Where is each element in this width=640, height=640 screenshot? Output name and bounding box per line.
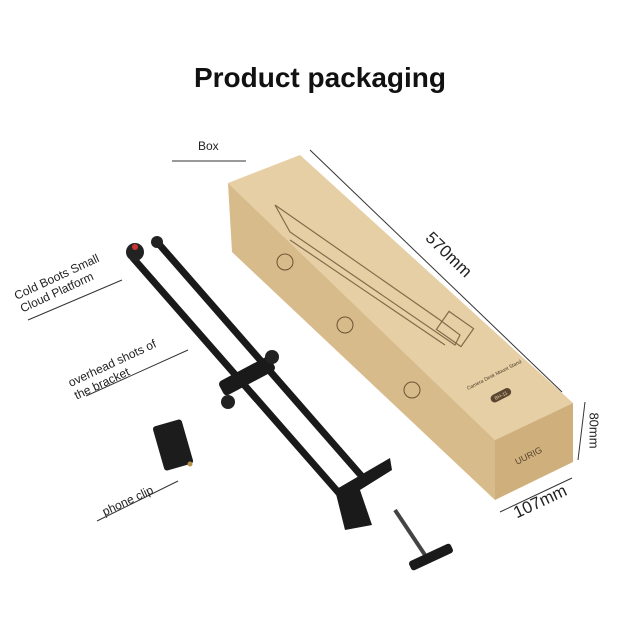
phone-clip [152,419,194,471]
page-title: Product packaging [193,62,447,93]
clamp-handle [409,543,453,571]
box-top-face [228,155,573,440]
label-box: Box [198,139,219,153]
clamp-screw [393,508,427,557]
box-model-badge [490,388,512,403]
rod-end-cap [151,236,163,248]
overhead-leader-line [85,349,189,397]
dimension-height: 80mm [586,412,602,449]
box-end-face [495,403,573,500]
phone-clip-screw-hole [187,461,193,467]
box-stand-drawing [274,204,475,348]
phone-clip-body [152,419,194,471]
box-icon-circle [403,381,421,399]
packaging-box: Camera Desk Mount Stand BH-11 UURIG [228,155,573,500]
phone-clip-leader-line [96,480,179,522]
box-model: BH-11 [494,390,509,402]
length-dimension-line [309,149,563,393]
width-dimension-line [499,477,573,513]
height-dimension-line [577,401,586,461]
cold-shoe-ball-head [126,243,144,261]
box-icon-circle [336,316,354,334]
clamp-knob [221,395,235,409]
desk-c-clamp [335,458,392,530]
box-side-face [228,183,495,500]
ball-head-knob [132,244,138,250]
cold-boots-leader-line [27,279,123,321]
box-icon-circle [276,253,294,271]
rod-connector-clamp [219,356,275,396]
clamp-knob [265,350,279,364]
desk-mount-stand [126,236,453,571]
